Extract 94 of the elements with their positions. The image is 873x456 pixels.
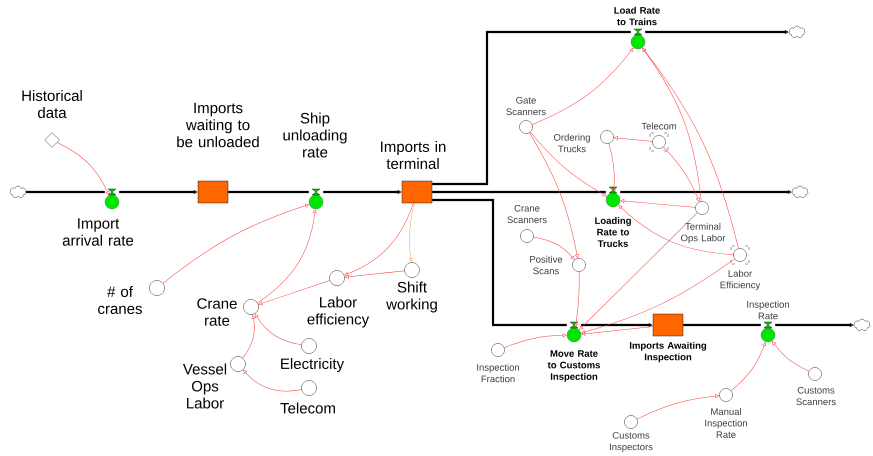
auxiliary-variable: Inspection Fraction	[477, 343, 520, 382]
node-label: Electricity	[281, 358, 344, 372]
link-arrow	[344, 270, 405, 279]
flow-valve: Inspection Rate	[747, 300, 790, 342]
link-arrow	[344, 202, 414, 276]
link-arrow	[530, 132, 607, 196]
auxiliary-variable: Vessel Ops Labor	[182, 356, 246, 408]
node-label: Customs Inspectors	[610, 432, 653, 452]
flow-valve: Load Rate to Trains	[614, 6, 660, 50]
flow-pipe	[683, 324, 761, 326]
link-arrow	[772, 341, 810, 372]
node-label: Gate Scanners	[506, 96, 546, 116]
auxiliary-variable: Ordering Trucks	[554, 130, 614, 152]
link-arrow	[642, 48, 702, 202]
auxiliary-variable: Crane rate	[197, 298, 259, 326]
link-arrow	[504, 333, 566, 348]
link-arrow	[56, 142, 110, 196]
node-label: Inspection Fraction	[477, 364, 520, 382]
link-arrow	[529, 132, 579, 258]
auxiliary-variable: Telecom	[280, 380, 335, 414]
auxiliary-variable: Crane Scanners	[507, 204, 547, 243]
link-arrow	[581, 258, 735, 334]
node-label: Imports waiting to be unloaded	[177, 102, 259, 148]
link-arrow	[257, 209, 317, 304]
link-arrow	[579, 212, 698, 330]
flow-valve: Ship unloading rate	[283, 112, 347, 210]
node-label: Telecom	[642, 122, 676, 130]
node-label: Manual Inspection Rate	[705, 408, 748, 438]
stock-box: Imports in terminal	[381, 141, 446, 204]
flow-pipe	[432, 190, 606, 194]
link-arrow	[258, 280, 330, 306]
flow-pipe	[228, 190, 309, 194]
auxiliary-variable: Gate Scanners	[506, 96, 546, 134]
cloud-symbol	[792, 186, 808, 198]
stock-box: Imports Awaiting Inspection	[630, 314, 706, 362]
auxiliary-variable: Shift working	[386, 262, 437, 312]
flow-pipe	[432, 30, 631, 186]
node-label: Telecom	[280, 402, 335, 414]
link-arrow	[614, 136, 653, 142]
shadow-variable: Labor Efficiency	[720, 246, 760, 290]
node-label: Imports Awaiting Inspection	[630, 342, 706, 362]
auxiliary-variable: # of cranes	[98, 280, 165, 314]
node-label: Crane Scanners	[507, 204, 547, 224]
node-label: Inspection Rate	[747, 300, 790, 320]
link-arrow	[730, 342, 766, 391]
flow-pipe	[432, 198, 567, 326]
link-arrow	[581, 326, 654, 336]
link-arrow	[618, 205, 734, 255]
flow-valve: Import arrival rate	[62, 188, 134, 246]
link-arrow	[255, 314, 302, 346]
auxiliary-variable: Positive Scans	[530, 256, 586, 274]
link-arrow	[532, 48, 634, 125]
node-label: Customs Scanners	[796, 386, 836, 406]
node-label: Crane rate	[197, 298, 237, 326]
node-label: Imports in terminal	[381, 141, 446, 170]
shadow-variable: Telecom	[642, 122, 676, 152]
link-arrow	[243, 370, 302, 392]
node-label: # of cranes	[98, 286, 142, 314]
flow-pipe	[26, 190, 105, 194]
node-label: Labor efficiency	[308, 296, 370, 328]
link-arrow	[663, 146, 700, 202]
stock-box: Imports waiting to be unloaded	[177, 102, 259, 204]
cloud-symbol	[788, 26, 806, 38]
link-arrow	[636, 394, 720, 420]
node-label: Shift working	[386, 282, 437, 312]
link-arrow	[408, 202, 415, 262]
node-label: Vessel Ops Labor	[182, 364, 226, 409]
node-label: Ship unloading rate	[283, 112, 347, 158]
node-label: Terminal Ops Labor	[681, 222, 726, 244]
node-label: Ordering Trucks	[554, 134, 590, 152]
cloud-symbol	[10, 186, 26, 198]
flow-valve: Move Rate to Customs Inspection	[548, 322, 600, 382]
auxiliary-variable: Terminal Ops Labor	[681, 201, 726, 244]
auxiliary-variable: Manual Inspection Rate	[705, 388, 748, 438]
node-label: Positive Scans	[530, 256, 562, 274]
node-label: Move Rate to Customs Inspection	[548, 350, 600, 382]
auxiliary-variable: Electricity	[281, 338, 344, 372]
node-label: Labor Efficiency	[720, 270, 760, 290]
auxiliary-variable: Labor efficiency	[308, 270, 370, 328]
node-label: Import arrival rate	[62, 218, 134, 246]
cloud-symbol	[854, 318, 870, 331]
link-arrow	[574, 271, 580, 328]
link-arrow	[162, 204, 309, 284]
link-arrow	[608, 143, 616, 193]
node-label: Load Rate to Trains	[614, 6, 660, 26]
node-label: Loading Rate to Trucks	[595, 217, 631, 247]
node-label: Historical data	[22, 90, 82, 118]
auxiliary-variable: Customs Scanners	[796, 367, 836, 406]
link-arrow	[642, 48, 739, 249]
link-arrow	[242, 314, 256, 358]
auxiliary-variable: Customs Inspectors	[610, 415, 653, 452]
flow-valve: Loading Rate to Trucks	[595, 186, 631, 247]
link-arrow	[533, 236, 574, 260]
link-arrow	[620, 199, 696, 208]
